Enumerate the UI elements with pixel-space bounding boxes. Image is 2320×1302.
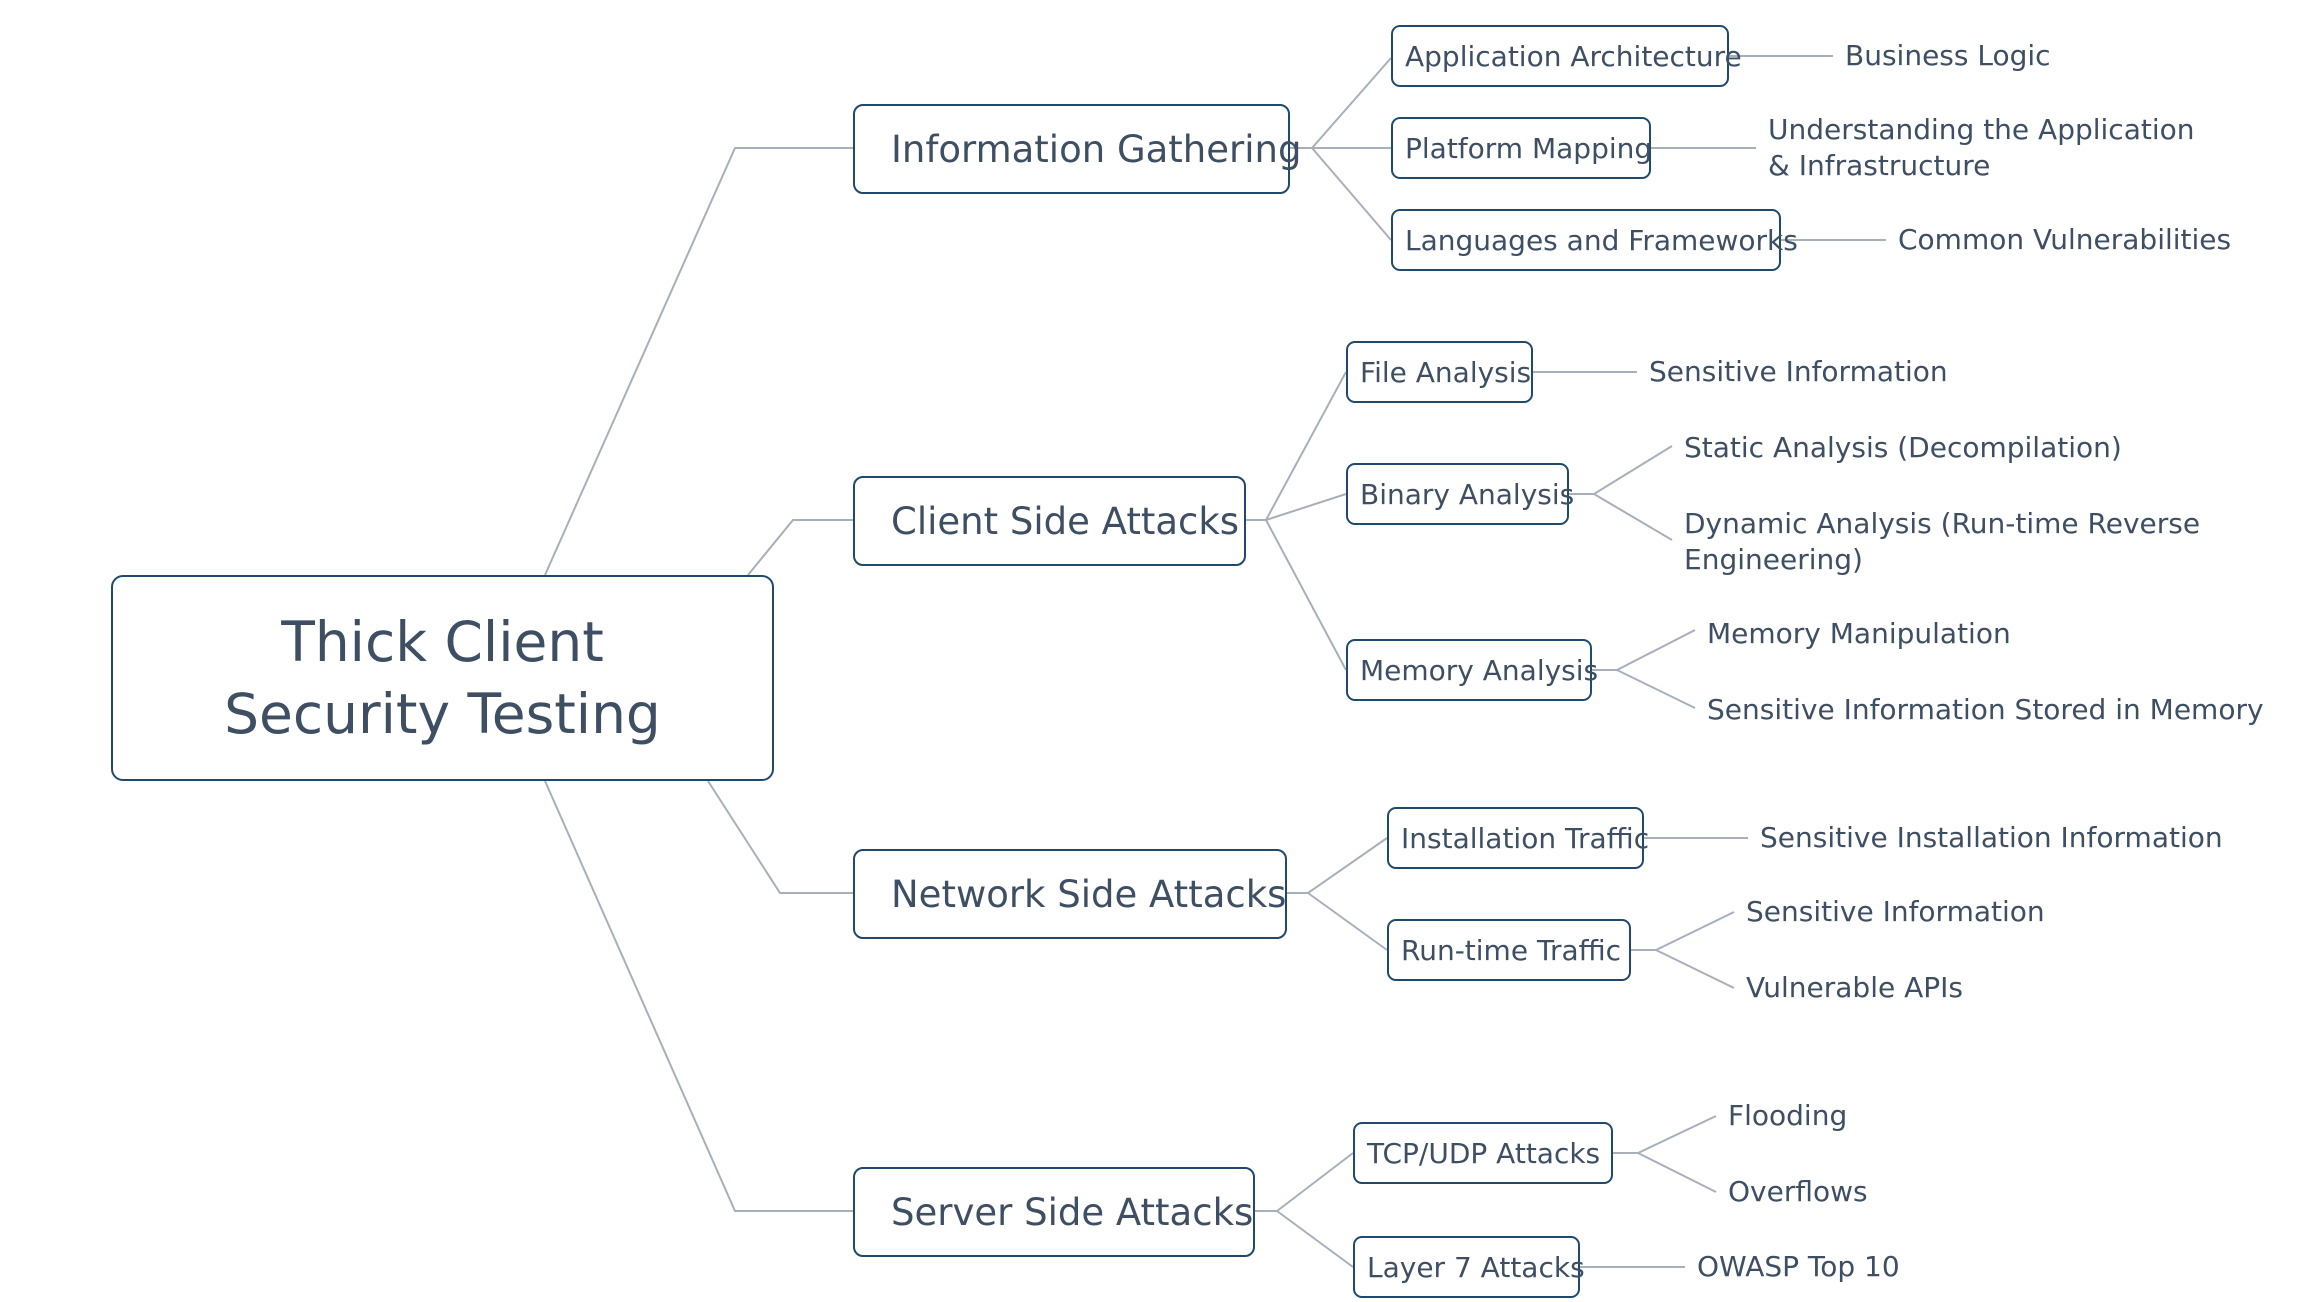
subtopic-run-time-traffic[interactable]: Run-time Traffic bbox=[1387, 919, 1631, 981]
subtopic-platform-mapping[interactable]: Platform Mapping bbox=[1391, 117, 1653, 179]
leaf-understanding-application-infrastructure[interactable]: Understanding the Application & Infrastr… bbox=[1768, 113, 2195, 182]
subtopic-label: Run-time Traffic bbox=[1401, 933, 1622, 967]
leaf-sensitive-information[interactable]: Sensitive Information bbox=[1649, 355, 1948, 388]
leaf-common-vulnerabilities[interactable]: Common Vulnerabilities bbox=[1898, 223, 2232, 256]
root-label: Thick Client Security Testing bbox=[224, 610, 661, 746]
subtopic-label: Installation Traffic bbox=[1401, 821, 1650, 855]
subtopic-languages-and-frameworks[interactable]: Languages and Frameworks bbox=[1391, 209, 1798, 271]
leaf-memory-manipulation[interactable]: Memory Manipulation bbox=[1707, 617, 2011, 650]
category-client-side-attacks[interactable]: Client Side Attacks bbox=[853, 476, 1246, 566]
subtopic-label: Layer 7 Attacks bbox=[1367, 1250, 1585, 1284]
leaf-flooding[interactable]: Flooding bbox=[1728, 1099, 1848, 1132]
leaf-sensitive-information[interactable]: Sensitive Information bbox=[1746, 895, 2045, 928]
subtopic-label: File Analysis bbox=[1360, 355, 1532, 389]
category-label: Network Side Attacks bbox=[891, 872, 1287, 916]
subtopic-tcp-udp-attacks[interactable]: TCP/UDP Attacks bbox=[1353, 1122, 1613, 1184]
category-network-side-attacks[interactable]: Network Side Attacks bbox=[853, 849, 1287, 939]
subtopic-layer-7-attacks[interactable]: Layer 7 Attacks bbox=[1353, 1236, 1585, 1298]
subtopic-application-architecture[interactable]: Application Architecture bbox=[1391, 25, 1742, 87]
subtopic-label: TCP/UDP Attacks bbox=[1367, 1136, 1601, 1170]
subtopic-label: Platform Mapping bbox=[1405, 131, 1653, 165]
leaf-business-logic[interactable]: Business Logic bbox=[1845, 39, 2051, 72]
leaf-dynamic-analysis[interactable]: Dynamic Analysis (Run-time Reverse Engin… bbox=[1684, 507, 2201, 576]
subtopic-memory-analysis[interactable]: Memory Analysis bbox=[1346, 639, 1598, 701]
subtopic-label: Memory Analysis bbox=[1360, 653, 1599, 687]
category-label: Client Side Attacks bbox=[891, 499, 1240, 543]
leaf-sensitive-installation-information[interactable]: Sensitive Installation Information bbox=[1760, 821, 2223, 854]
subtopic-label: Languages and Frameworks bbox=[1405, 223, 1798, 257]
leaf-sensitive-information-stored-in-memory[interactable]: Sensitive Information Stored in Memory bbox=[1707, 693, 2264, 726]
leaf-static-analysis[interactable]: Static Analysis (Decompilation) bbox=[1684, 431, 2122, 464]
category-information-gathering[interactable]: Information Gathering bbox=[853, 104, 1301, 194]
subtopic-label: Binary Analysis bbox=[1360, 477, 1575, 511]
subtopic-binary-analysis[interactable]: Binary Analysis bbox=[1346, 463, 1574, 525]
subtopic-file-analysis[interactable]: File Analysis bbox=[1346, 341, 1533, 403]
subtopic-label: Application Architecture bbox=[1405, 39, 1742, 73]
leaf-overflows[interactable]: Overflows bbox=[1728, 1175, 1868, 1208]
leaf-vulnerable-apis[interactable]: Vulnerable APIs bbox=[1746, 971, 1963, 1004]
leaf-owasp-top-10[interactable]: OWASP Top 10 bbox=[1697, 1250, 1900, 1283]
category-server-side-attacks[interactable]: Server Side Attacks bbox=[853, 1167, 1255, 1257]
subtopic-installation-traffic[interactable]: Installation Traffic bbox=[1387, 807, 1649, 869]
category-label: Server Side Attacks bbox=[891, 1190, 1254, 1234]
category-label: Information Gathering bbox=[891, 127, 1302, 171]
root-node[interactable]: Thick Client Security Testing bbox=[111, 575, 774, 781]
